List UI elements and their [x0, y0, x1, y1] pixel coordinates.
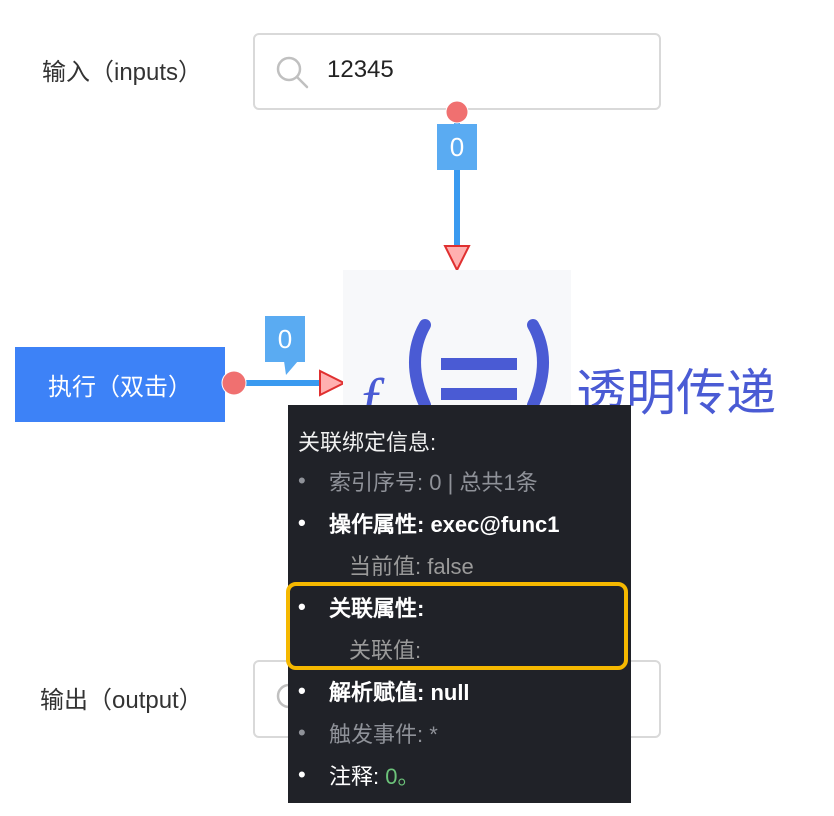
- connector-arrow: [319, 369, 347, 397]
- tooltip-trigger-event: 触发事件: *: [329, 722, 438, 747]
- top-connection-count: 0: [437, 124, 477, 170]
- tooltip-parse-assign: 解析赋值: null: [329, 680, 470, 705]
- inputs-value: 12345: [327, 56, 394, 83]
- tooltip-related-attr: 关联属性:: [329, 596, 425, 621]
- output-label: 输出（output）: [40, 687, 203, 714]
- tooltip-index-row: • 索引序号: 0 | 总共1条: [288, 465, 631, 499]
- search-icon: [275, 55, 311, 96]
- tooltip-comment-value: 0。: [385, 764, 420, 789]
- bullet-icon: •: [298, 468, 306, 493]
- connector-start-dot: [221, 370, 247, 396]
- bullet-icon: •: [298, 762, 306, 787]
- function-icon: f: [361, 319, 549, 433]
- tooltip-operation: 操作属性: exec@func1: [329, 512, 560, 537]
- tooltip-comment-label: 注释:: [329, 764, 386, 789]
- tooltip-parse-row: • 解析赋值: null: [288, 675, 631, 709]
- tooltip-related-value: 关联值:: [349, 638, 422, 663]
- inputs-field[interactable]: 12345: [253, 33, 661, 110]
- tooltip-trigger-row: • 触发事件: *: [288, 717, 631, 751]
- tooltip-current-value: 当前值: false: [349, 554, 474, 579]
- bullet-icon: •: [298, 594, 306, 619]
- inputs-label: 输入（inputs）: [42, 59, 203, 86]
- bullet-icon: •: [298, 720, 306, 745]
- tooltip-related-attr-row: • 关联属性:: [288, 591, 631, 625]
- binding-info-tooltip: 关联绑定信息: • 索引序号: 0 | 总共1条 • 操作属性: exec@fu…: [288, 405, 631, 803]
- tooltip-title: 关联绑定信息:: [298, 430, 437, 455]
- execute-button[interactable]: 执行（双击）: [15, 347, 225, 422]
- tooltip-operation-row: • 操作属性: exec@func1: [288, 507, 631, 541]
- exec-connector: [221, 369, 347, 397]
- function-node[interactable]: f: [343, 270, 571, 433]
- left-connection-count: 0: [265, 316, 305, 362]
- flag-pointer: [284, 361, 298, 375]
- connector-start-dot: [445, 100, 469, 124]
- tooltip-comment-row: • 注释: 0。: [288, 759, 631, 793]
- tooltip-index: 索引序号: 0 | 总共1条: [329, 470, 538, 495]
- tooltip-comment: 注释: 0。: [329, 759, 419, 791]
- bullet-icon: •: [298, 510, 306, 535]
- connector-arrow: [443, 245, 471, 273]
- bullet-icon: •: [298, 678, 306, 703]
- highlight-box: [286, 582, 628, 670]
